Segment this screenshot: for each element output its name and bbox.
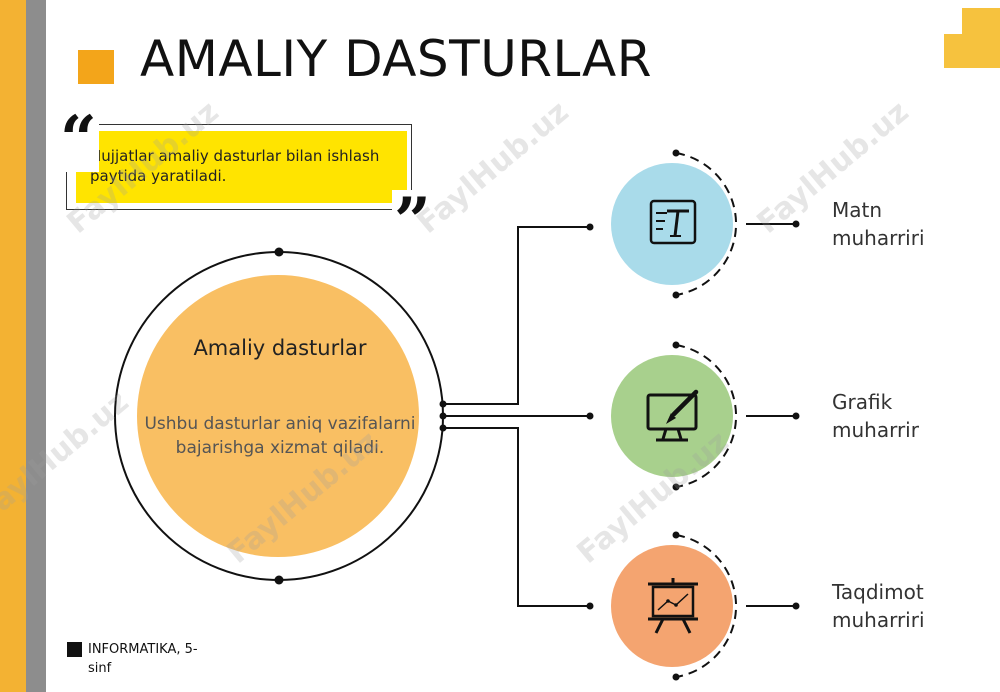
quote-text: Hujjatlar amaliy dasturlar bilan ishlash… [90,147,380,185]
footer-bullet-square [67,642,82,657]
left-stripe-gray [26,0,46,692]
presentation-board-icon [648,578,698,634]
center-node-title: Amaliy dasturlar [193,336,367,360]
title-bullet-square [78,50,114,84]
corner-decoration-bottom [944,34,1000,68]
text-editor-icon [649,199,697,245]
center-node-description: Ushbu dasturlar aniq vazifalarni bajaris… [144,414,416,458]
connector-lines [443,226,590,607]
item-label-matn: Matn muharriri [832,198,925,250]
item-node-taqdimot [611,531,800,681]
left-stripe-yellow [0,0,26,692]
item-node-matn [611,149,800,299]
page-title: AMALIY DASTURLAR [140,30,652,88]
item-label-grafik: Grafik muharrir [832,390,919,442]
footer-text: INFORMATIKA, 5-sinf [88,642,198,676]
close-quote-icon: ” [392,184,433,259]
connector-dots [439,223,594,610]
item-label-taqdimot: Taqdimot muharriri [832,580,925,632]
open-quote-icon: “ [58,102,99,177]
item-node-grafik [611,341,800,491]
graphics-monitor-brush-icon [646,389,699,442]
quote-highlight [76,131,407,203]
